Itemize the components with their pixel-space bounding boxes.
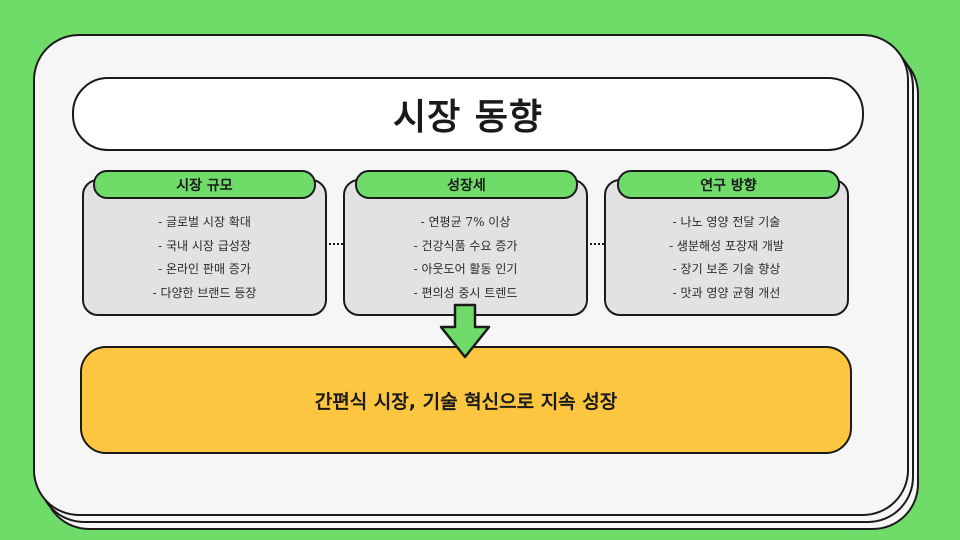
conclusion-text: 간편식 시장, 기술 혁신으로 지속 성장 bbox=[314, 390, 618, 413]
conclusion-box: 간편식 시장, 기술 혁신으로 지속 성장 bbox=[80, 346, 852, 454]
list-item: - 연평균 7% 이상 bbox=[420, 215, 511, 229]
growth-list: - 연평균 7% 이상 - 건강식품 수요 증가 - 아웃도어 활동 인기 - … bbox=[345, 211, 586, 305]
list-item: - 나노 영양 전달 기술 bbox=[672, 215, 781, 229]
growth-card: - 연평균 7% 이상 - 건강식품 수요 증가 - 아웃도어 활동 인기 - … bbox=[343, 179, 588, 316]
list-item: - 다양한 브랜드 등장 bbox=[152, 285, 257, 300]
title-banner: 시장 동향 bbox=[72, 77, 864, 151]
market-size-card: - 글로벌 시장 확대 - 국내 시장 급성장 - 온라인 판매 증가 - 다양… bbox=[82, 179, 327, 316]
list-item: - 국내 시장 급성장 bbox=[158, 238, 251, 253]
research-direction-card: - 나노 영양 전달 기술 - 생분해성 포장재 개발 - 장기 보존 기술 향… bbox=[604, 179, 849, 316]
market-size-list: - 글로벌 시장 확대 - 국내 시장 급성장 - 온라인 판매 증가 - 다양… bbox=[84, 211, 325, 305]
market-size-heading: 시장 규모 bbox=[93, 170, 316, 199]
growth-heading: 성장세 bbox=[355, 170, 578, 199]
list-item: - 편의성 중시 트렌드 bbox=[413, 285, 518, 300]
down-arrow-icon bbox=[439, 303, 491, 359]
research-direction-list: - 나노 영양 전달 기술 - 생분해성 포장재 개발 - 장기 보존 기술 향… bbox=[606, 211, 847, 305]
list-item: - 맛과 영양 균형 개선 bbox=[672, 285, 781, 300]
list-item: - 생분해성 포장재 개발 bbox=[669, 238, 784, 253]
research-direction-heading: 연구 방향 bbox=[617, 170, 840, 199]
list-item: - 아웃도어 활동 인기 bbox=[413, 262, 518, 276]
page-title: 시장 동향 bbox=[392, 97, 543, 138]
list-item: - 건강식품 수요 증가 bbox=[413, 238, 518, 253]
list-item: - 온라인 판매 증가 bbox=[158, 262, 251, 276]
dotted-connector-right bbox=[586, 243, 604, 245]
dotted-connector-left bbox=[325, 243, 343, 245]
list-item: - 장기 보존 기술 향상 bbox=[672, 262, 781, 276]
list-item: - 글로벌 시장 확대 bbox=[158, 215, 251, 229]
